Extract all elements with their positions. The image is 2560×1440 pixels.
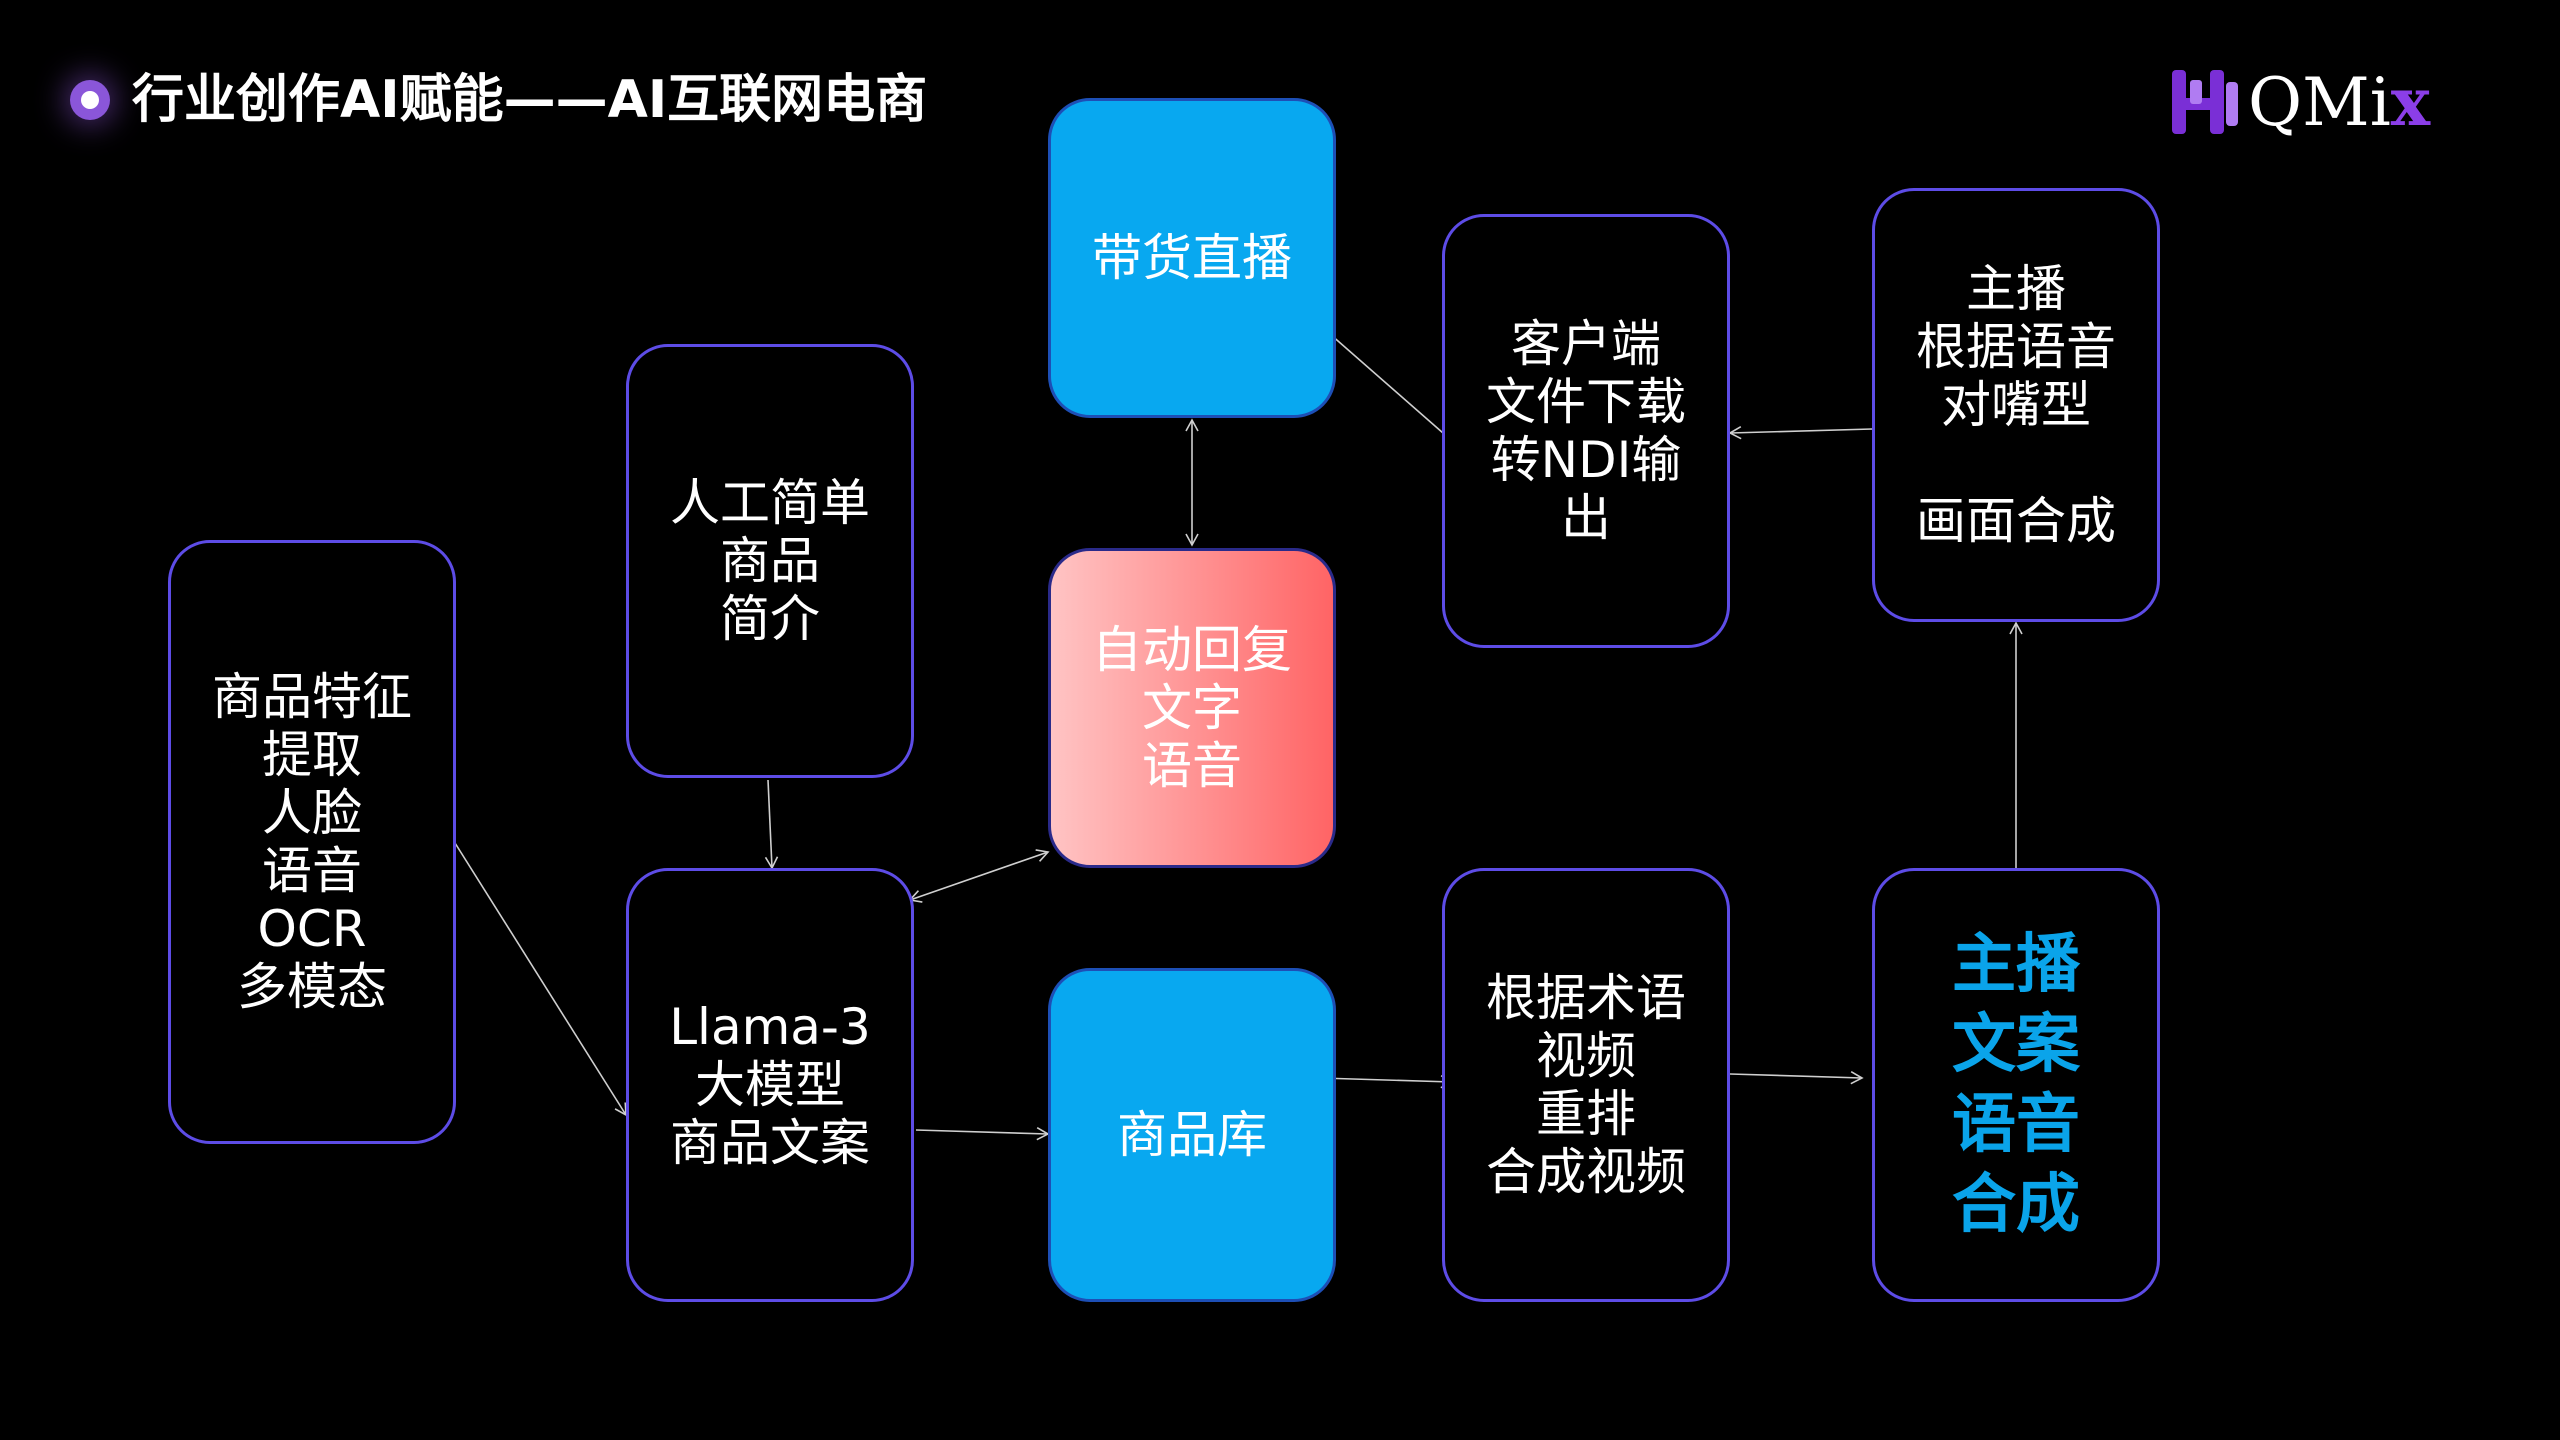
arrow-remix-to-tts bbox=[1729, 1070, 1864, 1085]
arrow-library-to-remix bbox=[1319, 1074, 1454, 1089]
arrow-feature-to-llama bbox=[454, 842, 627, 1117]
node-product-library: 商品库 bbox=[1048, 968, 1336, 1302]
arrow-client-to-live bbox=[1320, 325, 1444, 434]
node-client-download: 客户端 文件下载 转NDI输 出 bbox=[1442, 214, 1730, 648]
logo-mark-icon bbox=[2172, 70, 2238, 134]
node-anchor-lipsync: 主播 根据语音 对嘴型 画面合成 bbox=[1872, 188, 2160, 622]
node-feature-extraction: 商品特征 提取 人脸 语音 OCR 多模态 bbox=[168, 540, 456, 1144]
brand-logo: QMix bbox=[2166, 62, 2430, 142]
node-live-stream: 带货直播 bbox=[1048, 98, 1336, 418]
node-manual-intro: 人工简单 商品 简介 bbox=[626, 344, 914, 778]
arrow-manual-to-llama bbox=[764, 779, 779, 870]
page-title: 行业创作AI赋能——AI互联网电商 bbox=[132, 70, 928, 130]
logo-wordmark: QMix bbox=[2248, 62, 2431, 141]
node-script-tts: 主播 文案 语音 合成 bbox=[1872, 868, 2160, 1302]
arrow-lipsync-to-client bbox=[1728, 426, 1873, 440]
arrow-llama-to-library bbox=[915, 1126, 1050, 1141]
arrow-llama-autoreply bbox=[908, 849, 1050, 903]
node-auto-reply: 自动回复 文字 语音 bbox=[1048, 548, 1336, 868]
node-llama-model: Llama-3 大模型 商品文案 bbox=[626, 868, 914, 1302]
node-video-remix: 根据术语 视频 重排 合成视频 bbox=[1442, 868, 1730, 1302]
title-bullet-icon bbox=[70, 80, 110, 120]
